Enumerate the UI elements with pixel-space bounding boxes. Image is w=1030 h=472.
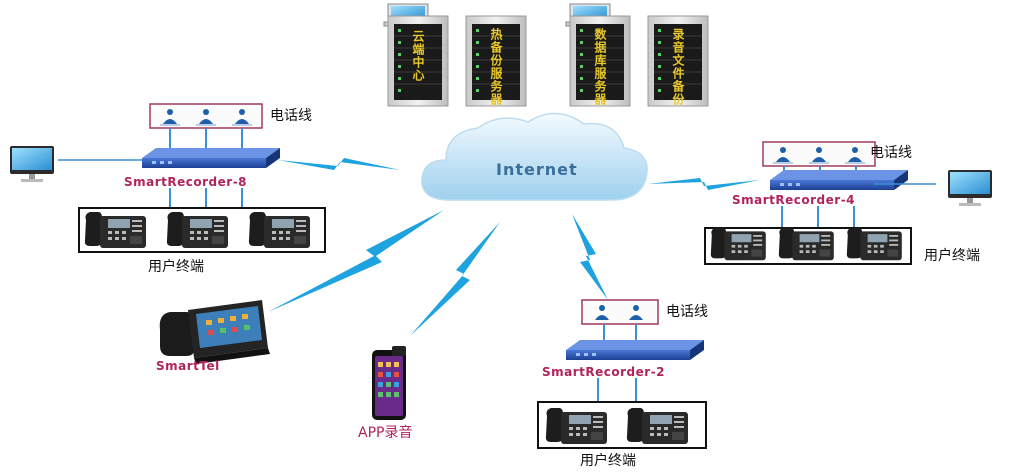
recorder2-name: SmartRecorder-2 — [542, 365, 666, 379]
recorder2-line-label: 电话线 — [666, 304, 708, 320]
network-switch-icon — [566, 340, 704, 360]
server-label-recording-backup: 录音文件备份 — [671, 28, 685, 106]
desk-phone-icon — [626, 408, 688, 444]
link-line — [603, 324, 637, 340]
video-phone-icon — [159, 300, 270, 364]
link-line — [169, 128, 243, 151]
recorder4-line-label: 电话线 — [870, 145, 912, 161]
internet-label: Internet — [496, 160, 578, 179]
server-label-hot-backup: 热备份服务器 — [489, 28, 503, 106]
link-line — [597, 378, 637, 402]
lightning-links — [268, 158, 760, 336]
recorder2-node — [537, 299, 707, 449]
recorder4-node — [704, 141, 992, 265]
monitor-icon — [10, 146, 54, 182]
desk-phone-icon — [778, 227, 834, 261]
wireless-link — [410, 222, 500, 336]
recorder8-node — [10, 103, 326, 253]
phone-line-panel — [581, 299, 659, 325]
app-recording-label: APP录音 — [358, 425, 413, 441]
network-switch-icon — [142, 148, 280, 168]
wireless-link — [572, 214, 608, 300]
desk-phone-icon — [84, 212, 146, 248]
monitor-icon — [948, 170, 992, 206]
wireless-link — [268, 210, 444, 312]
smartphone-icon — [372, 346, 406, 420]
phone-line-panel — [149, 103, 263, 129]
server-group — [383, 3, 709, 107]
recorder8-line-label: 电话线 — [270, 108, 312, 124]
phone-line-panel — [762, 141, 876, 167]
desk-phone-icon — [710, 227, 766, 261]
link-line — [781, 206, 855, 228]
server-label-cloud-center: 云端中心 — [411, 30, 425, 82]
wireless-link — [648, 178, 760, 190]
recorder8-name: SmartRecorder-8 — [124, 175, 248, 189]
cloud-icon — [421, 112, 648, 201]
recorder4-terminal-label: 用户终端 — [924, 248, 980, 264]
network-switch-icon — [770, 170, 908, 190]
wireless-link — [278, 158, 400, 170]
desk-phone-icon — [166, 212, 228, 248]
server-label-database: 数据库服务器 — [593, 28, 607, 106]
recorder2-terminal-label: 用户终端 — [580, 453, 636, 469]
desk-phone-icon — [248, 212, 310, 248]
recorder4-name: SmartRecorder-4 — [732, 193, 856, 207]
desk-phone-icon — [846, 227, 902, 261]
smarttel-name: SmartTel — [156, 359, 220, 373]
recorder8-terminal-label: 用户终端 — [148, 259, 204, 275]
link-line — [169, 188, 243, 208]
desk-phone-icon — [545, 408, 607, 444]
